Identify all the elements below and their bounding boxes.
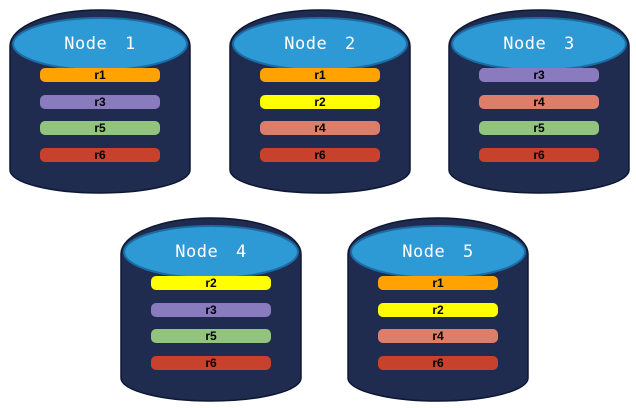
replica-list: r1 r2 r4 r6	[378, 276, 498, 382]
db-node-1: Node 1 r1 r3 r5 r6	[7, 6, 193, 198]
replica-bar-r2: r2	[260, 94, 380, 109]
replica-bar-r3: r3	[479, 68, 599, 82]
replica-bar-r4: r4	[378, 329, 498, 343]
replica-bar-r5: r5	[151, 329, 271, 343]
node-label: Node 3	[503, 34, 575, 54]
node-label: Node 5	[402, 242, 474, 262]
replica-list: r2 r3 r5 r6	[151, 276, 271, 382]
replica-bar-r6: r6	[40, 147, 160, 162]
replica-bar-r1: r1	[378, 276, 498, 290]
replica-bar-r3: r3	[40, 94, 160, 109]
replica-bar-r1: r1	[260, 68, 380, 82]
node-label: Node 2	[284, 34, 356, 54]
db-node-4: Node 4 r2 r3 r5 r6	[118, 214, 304, 406]
db-node-5: Node 5 r1 r2 r4 r6	[345, 214, 531, 406]
replica-list: r3 r4 r5 r6	[479, 68, 599, 174]
node-label: Node 4	[175, 242, 247, 262]
replica-bar-r4: r4	[479, 94, 599, 109]
replica-bar-r6: r6	[378, 355, 498, 370]
replica-bar-r4: r4	[260, 121, 380, 135]
node-label: Node 1	[64, 34, 136, 54]
db-node-3: Node 3 r3 r4 r5 r6	[446, 6, 632, 198]
replica-list: r1 r3 r5 r6	[40, 68, 160, 174]
replica-bar-r6: r6	[151, 355, 271, 370]
replica-bar-r2: r2	[378, 302, 498, 317]
replica-bar-r1: r1	[40, 68, 160, 82]
replica-bar-r5: r5	[479, 121, 599, 135]
replica-list: r1 r2 r4 r6	[260, 68, 380, 174]
replica-bar-r2: r2	[151, 276, 271, 290]
replica-bar-r5: r5	[40, 121, 160, 135]
replica-bar-r3: r3	[151, 302, 271, 317]
db-node-2: Node 2 r1 r2 r4 r6	[227, 6, 413, 198]
replica-bar-r6: r6	[479, 147, 599, 162]
replica-bar-r6: r6	[260, 147, 380, 162]
